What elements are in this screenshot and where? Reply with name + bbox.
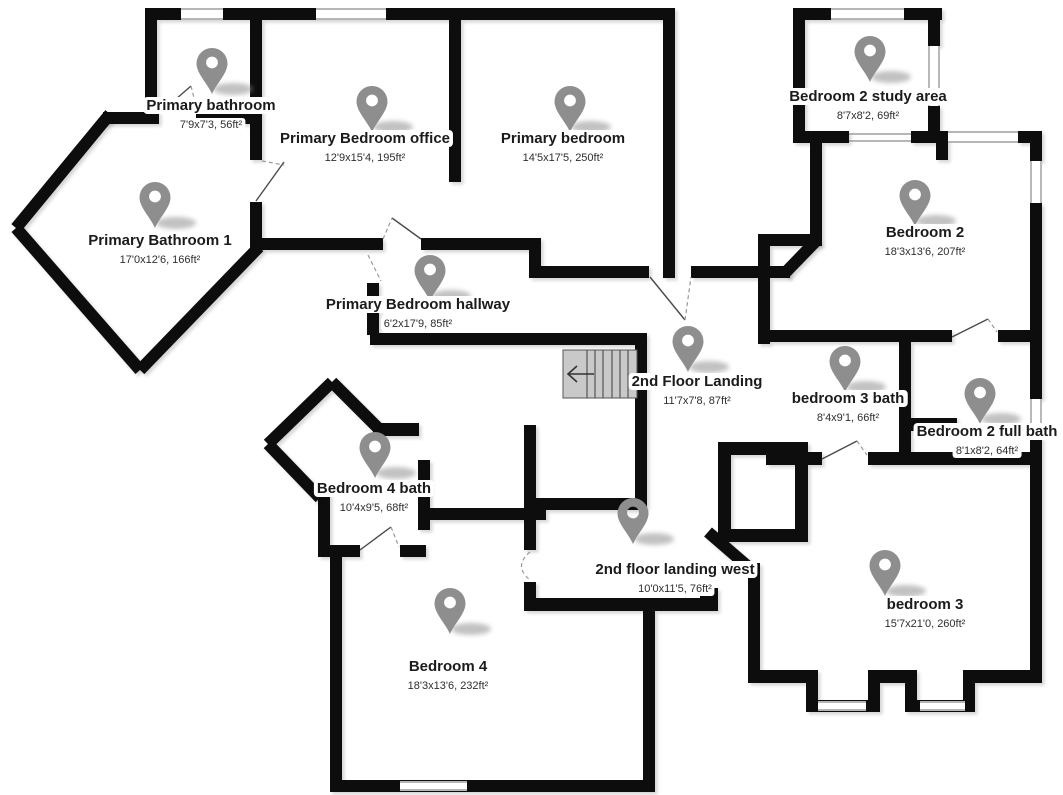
room-pin-bedroom-4-bath[interactable]: [359, 432, 417, 479]
room-label-primary-bedroom-office[interactable]: Primary Bedroom office 12'9x15'4, 195ft²: [276, 130, 454, 166]
room-pin-2nd-floor-landing-west[interactable]: [617, 498, 675, 545]
room-name: Bedroom 4 bath: [313, 480, 435, 497]
room-name: Primary Bedroom hallway: [322, 296, 514, 313]
room-name: 2nd floor landing west: [592, 561, 758, 578]
room-dims: 10'0x11'5, 76ft²: [635, 582, 715, 596]
staircase: [562, 349, 638, 399]
room-name: Primary bathroom: [143, 97, 279, 114]
room-label-bedroom-2-full-bath[interactable]: Bedroom 2 full bath 8'1x8'2, 64ft²: [913, 423, 1061, 459]
room-dims: 6'2x17'9, 85ft²: [380, 317, 456, 331]
room-name: Primary Bathroom 1: [85, 232, 235, 249]
room-label-2nd-floor-landing[interactable]: 2nd Floor Landing 11'7x7'8, 87ft²: [628, 373, 766, 409]
room-pin-bedroom-3[interactable]: [869, 550, 927, 597]
room-name: Primary bedroom: [497, 130, 629, 147]
room-name: Bedroom 2 study area: [786, 88, 950, 105]
room-dims: 8'7x8'2, 69ft²: [833, 109, 903, 123]
room-pin-primary-bathroom-1[interactable]: [139, 182, 197, 229]
room-pin-bedroom-2-study-area[interactable]: [854, 36, 912, 83]
room-label-2nd-floor-landing-west[interactable]: 2nd floor landing west 10'0x11'5, 76ft²: [592, 561, 758, 597]
room-dims: 11'7x7'8, 87ft²: [660, 394, 734, 408]
room-pin-primary-bedroom-office[interactable]: [356, 86, 414, 133]
room-label-bedroom-4[interactable]: Bedroom 4 18'3x13'6, 232ft²: [404, 658, 492, 694]
room-pin-bedroom-4[interactable]: [434, 588, 492, 635]
room-dims: 18'3x13'6, 232ft²: [404, 679, 492, 693]
room-label-bedroom-2[interactable]: Bedroom 2 18'3x13'6, 207ft²: [881, 224, 969, 260]
room-dims: 7'9x7'3, 56ft²: [176, 118, 246, 132]
room-name: Bedroom 2 full bath: [913, 423, 1061, 440]
room-label-bedroom-3-bath[interactable]: bedroom 3 bath 8'4x9'1, 66ft²: [788, 390, 908, 426]
room-dims: 17'0x12'6, 166ft²: [116, 253, 204, 267]
room-pin-primary-bedroom[interactable]: [554, 86, 612, 133]
room-label-primary-bathroom-1[interactable]: Primary Bathroom 1 17'0x12'6, 166ft²: [85, 232, 235, 268]
room-label-bedroom-2-study-area[interactable]: Bedroom 2 study area 8'7x8'2, 69ft²: [786, 88, 950, 124]
room-name: Primary Bedroom office: [276, 130, 454, 147]
stair-treads: [586, 350, 629, 398]
windows-group: [181, 8, 1042, 791]
walls-group: [103, 8, 1042, 792]
room-dims: 8'1x8'2, 64ft²: [952, 444, 1022, 458]
room-dims: 12'9x15'4, 195ft²: [321, 151, 409, 165]
room-name: bedroom 3: [883, 596, 967, 613]
room-name: 2nd Floor Landing: [628, 373, 766, 390]
room-name: Bedroom 2: [882, 224, 968, 241]
room-dims: 18'3x13'6, 207ft²: [881, 245, 969, 259]
stair-direction-arrow-icon: [566, 365, 594, 383]
room-label-primary-bedroom[interactable]: Primary bedroom 14'5x17'5, 250ft²: [497, 130, 629, 166]
room-label-bedroom-4-bath[interactable]: Bedroom 4 bath 10'4x9'5, 68ft²: [313, 480, 435, 516]
room-label-primary-bathroom[interactable]: Primary bathroom 7'9x7'3, 56ft²: [143, 97, 279, 133]
room-label-primary-bedroom-hallway[interactable]: Primary Bedroom hallway 6'2x17'9, 85ft²: [322, 296, 514, 332]
room-pin-2nd-floor-landing[interactable]: [672, 326, 730, 373]
room-dims: 15'7x21'0, 260ft²: [881, 617, 969, 631]
room-pin-bedroom-2-full-bath[interactable]: [964, 378, 1022, 425]
room-pin-primary-bathroom[interactable]: [196, 48, 254, 95]
room-pin-bedroom-2[interactable]: [899, 180, 957, 227]
room-label-bedroom-3[interactable]: bedroom 3 15'7x21'0, 260ft²: [881, 596, 969, 632]
room-pin-bedroom-3-bath[interactable]: [829, 346, 887, 393]
room-name: bedroom 3 bath: [788, 390, 908, 407]
room-name: Bedroom 4: [405, 658, 491, 675]
room-dims: 14'5x17'5, 250ft²: [519, 151, 607, 165]
room-dims: 10'4x9'5, 68ft²: [336, 501, 412, 515]
room-pin-primary-bedroom-hallway[interactable]: [414, 255, 472, 302]
room-dims: 8'4x9'1, 66ft²: [813, 411, 883, 425]
